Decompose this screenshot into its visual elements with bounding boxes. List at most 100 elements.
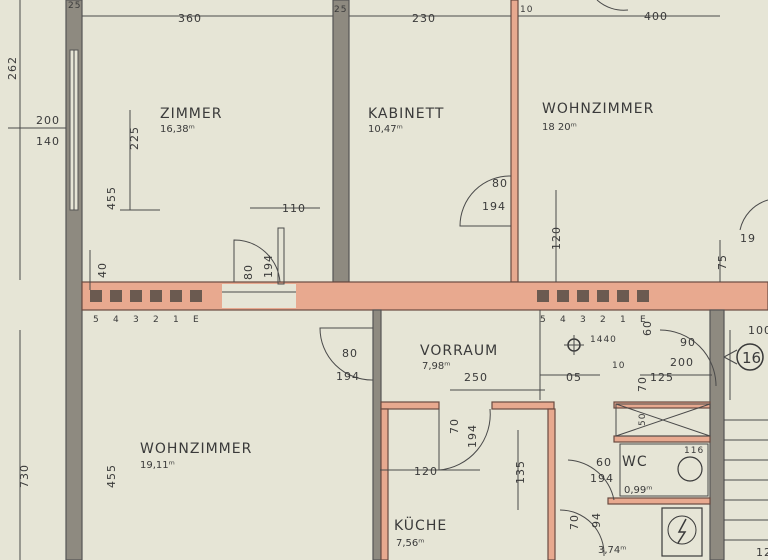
arrow-line xyxy=(723,356,738,365)
dim-label: 10 xyxy=(520,5,533,15)
vent-label: 2 xyxy=(153,315,159,325)
dim-label: 194 xyxy=(466,424,479,448)
room-name-vorraum: VORRAUM xyxy=(420,343,498,359)
dimension-labels-vertical: 262 225 455 40 80 194 120 75 60 70 70 19… xyxy=(6,56,729,530)
room-area-kabinett: 10,47ᵐ xyxy=(368,124,403,135)
room-name-wc: WC xyxy=(622,454,648,470)
room-area-wc: 0,99ᵐ xyxy=(624,485,653,496)
dim-label: 50 xyxy=(638,413,648,426)
arrow-line xyxy=(723,349,738,358)
dim-label: 25 xyxy=(334,5,347,15)
vent-label: 4 xyxy=(113,315,119,325)
wc-box xyxy=(619,443,709,497)
electric-icon xyxy=(667,515,697,545)
room-name-wohnzimmer-left: WOHNZIMMER xyxy=(140,441,252,457)
door-swings xyxy=(233,0,768,557)
dim-label: 194 xyxy=(262,254,275,278)
room-name-kabinett: KABINETT xyxy=(368,106,444,122)
dim-label: 70 xyxy=(448,418,461,434)
room-area-bad: 3,74ᵐ xyxy=(598,545,627,556)
dim-label: 250 xyxy=(464,371,488,384)
stair-marker: 16 xyxy=(742,349,761,367)
wall-kabinett-wohnzimmer xyxy=(510,0,519,283)
wall-kueche-top-b xyxy=(491,401,555,410)
dim-label: 60 xyxy=(641,320,654,336)
door-arc-entry xyxy=(659,329,717,387)
dim-label: 116 xyxy=(684,446,704,456)
stair-marker-circle xyxy=(736,343,764,371)
dim-label: 70 xyxy=(636,376,649,392)
dim-label: 05 xyxy=(566,371,582,384)
vent-label: 3 xyxy=(133,315,139,325)
dim-label: 40 xyxy=(96,262,109,278)
dim-label: 80 xyxy=(242,264,255,280)
room-name-kueche: KÜCHE xyxy=(394,516,447,534)
dimension-lines xyxy=(8,0,721,560)
room-area-zimmer: 16,38ᵐ xyxy=(160,124,195,135)
room-area-kueche: 7,56ᵐ xyxy=(396,538,425,549)
dim-label: 120 xyxy=(550,226,563,250)
dim-label: 140 xyxy=(36,135,60,148)
vent-row-right xyxy=(537,290,649,302)
dim-label: 70 xyxy=(568,514,581,530)
dim-label: 80 xyxy=(492,177,508,190)
wall-kueche-right xyxy=(547,408,556,560)
door-arc-bad xyxy=(559,509,605,557)
vent-label: 5 xyxy=(93,315,99,325)
dim-label: 90 xyxy=(680,336,696,349)
room-name-wohnzimmer-top: WOHNZIMMER xyxy=(542,101,654,117)
room-area-wohnzimmer-top: 18 20ᵐ xyxy=(542,122,577,133)
vent-label: E xyxy=(193,315,199,325)
dim-label: 455 xyxy=(105,464,118,488)
vent-row-left xyxy=(90,290,202,302)
dim-label: 1440 xyxy=(590,335,617,345)
dim-label: 455 xyxy=(105,186,118,210)
dim-label: 194 xyxy=(336,370,360,383)
vent-label: 4 xyxy=(560,315,566,325)
wall-zimmer-kabinett xyxy=(332,0,350,283)
room-name-zimmer: ZIMMER xyxy=(160,106,222,122)
corridor-wall xyxy=(81,281,768,311)
dim-label: 94 xyxy=(590,512,603,528)
bolt-icon xyxy=(677,518,687,544)
staircase xyxy=(724,330,768,541)
dimension-labels: 360 230 400 25 25 10 200 140 110 80 194 … xyxy=(36,1,768,559)
dim-label: 194 xyxy=(590,472,614,485)
vent-label: 5 xyxy=(540,315,546,325)
door-arc-right xyxy=(739,199,768,231)
dim-label: 19 xyxy=(740,232,756,245)
dim-label: 100 xyxy=(748,324,768,337)
dim-label: 360 xyxy=(178,12,202,25)
vent-label: E xyxy=(640,315,646,325)
vent-label: 3 xyxy=(580,315,586,325)
dim-label: 120 xyxy=(414,465,438,478)
dim-label: 194 xyxy=(482,200,506,213)
dim-label: 110 xyxy=(282,202,306,215)
door-arc-wc xyxy=(567,459,615,501)
dim-label: 125 xyxy=(650,371,674,384)
dim-label: 200 xyxy=(670,356,694,369)
wall-wc-mid xyxy=(613,435,711,443)
door-arc-kabinett xyxy=(459,175,512,227)
dim-label: 262 xyxy=(6,56,19,80)
wall-stair xyxy=(709,309,725,560)
dim-label: 10 xyxy=(612,361,625,371)
door-arc-kueche xyxy=(438,408,491,471)
meter-box xyxy=(661,507,703,557)
vent-label: 1 xyxy=(173,315,179,325)
dim-label: 400 xyxy=(644,10,668,23)
dim-label: 25 xyxy=(68,1,81,11)
shaft xyxy=(615,403,711,437)
vent-label: 2 xyxy=(600,315,606,325)
wall-kueche-left xyxy=(380,408,389,560)
vent-labels-left: 5 4 3 2 1 E xyxy=(93,315,199,325)
dim-label: 230 xyxy=(412,12,436,25)
dim-label: 75 xyxy=(716,254,729,270)
door-opening-zimmer xyxy=(222,284,296,308)
wall-bad-top xyxy=(607,497,711,505)
dim-label: 12 xyxy=(756,546,768,559)
vent-label: 1 xyxy=(620,315,626,325)
wall-wc-top xyxy=(613,401,711,409)
room-area-wohnzimmer-left: 19,11ᵐ xyxy=(140,460,175,471)
